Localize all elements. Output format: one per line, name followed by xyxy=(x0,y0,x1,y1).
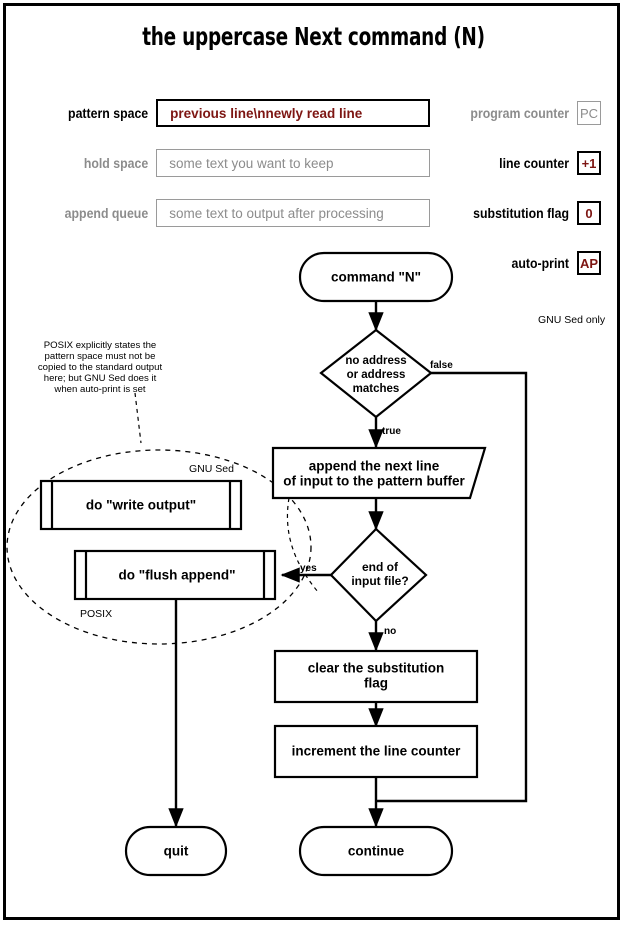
register-row-program-counter: program counter PC xyxy=(436,99,601,127)
node-append-next-line[interactable]: append the next line of input to the pat… xyxy=(271,446,487,500)
posix-gnu-grouping-ellipse xyxy=(6,449,312,645)
line-counter-chip[interactable]: +1 xyxy=(577,151,601,175)
register-row-substitution-flag: substitution flag 0 xyxy=(436,199,601,227)
node-increment-counter[interactable]: increment the line counter xyxy=(273,724,479,779)
posix-note-line-1: POSIX explicitly states the xyxy=(44,340,157,351)
node-address-check-line-2: or address xyxy=(347,369,406,381)
append-queue-field[interactable]: some text to output after processing xyxy=(156,199,430,227)
tag-posix: POSIX xyxy=(80,608,112,620)
posix-note-leader xyxy=(134,392,142,444)
substitution-flag-chip[interactable]: 0 xyxy=(577,201,601,225)
hold-space-field[interactable]: some text you want to keep xyxy=(156,149,430,177)
auto-print-chip[interactable]: AP xyxy=(577,251,601,275)
node-clear-flag-line-2: flag xyxy=(364,676,388,691)
node-address-check-line-3: matches xyxy=(353,383,400,395)
node-start-label: command "N" xyxy=(331,270,421,285)
edge-label-address-false: false xyxy=(430,360,453,371)
pattern-space-field[interactable]: previous line\nnewly read line xyxy=(156,99,430,127)
program-counter-label: program counter xyxy=(470,105,569,121)
node-eof-check[interactable]: end of input file? xyxy=(329,527,428,623)
edge-address-check-false xyxy=(377,371,528,803)
pattern-space-label: pattern space xyxy=(68,105,149,121)
program-counter-chip[interactable]: PC xyxy=(577,101,601,125)
register-row-append-queue: append queue some text to output after p… xyxy=(0,199,430,227)
append-queue-label: append queue xyxy=(64,205,149,221)
line-counter-label: line counter xyxy=(499,155,569,171)
edge-label-eof-yes: yes xyxy=(300,563,317,574)
node-quit-label: quit xyxy=(164,844,189,859)
page-title: the uppercase Next command (N) xyxy=(142,22,485,51)
node-continue-label: continue xyxy=(348,844,405,859)
node-increment-counter-label: increment the line counter xyxy=(292,744,462,759)
edge-label-address-true: true xyxy=(382,426,401,437)
node-continue[interactable]: continue xyxy=(298,825,454,877)
node-clear-flag-line-1: clear the substitution xyxy=(308,661,445,676)
posix-note-line-3: copied to the standard output xyxy=(38,362,163,373)
node-append-line-1: append the next line xyxy=(309,459,440,474)
node-flush-append[interactable]: do "flush append" xyxy=(73,549,277,601)
auto-print-note: GNU Sed only xyxy=(538,314,606,326)
node-flush-append-label: do "flush append" xyxy=(118,568,235,583)
node-address-check-line-1: no address xyxy=(345,355,406,367)
posix-annotation: POSIX explicitly states the pattern spac… xyxy=(38,340,163,395)
register-row-pattern-space: pattern space previous line\nnewly read … xyxy=(0,99,430,127)
register-row-auto-print: auto-print AP xyxy=(436,249,601,277)
node-start[interactable]: command "N" xyxy=(298,251,454,303)
node-quit[interactable]: quit xyxy=(124,825,228,877)
register-row-line-counter: line counter +1 xyxy=(436,149,601,177)
node-clear-flag[interactable]: clear the substitution flag xyxy=(273,649,479,704)
posix-note-line-4: here; but GNU Sed does it xyxy=(44,373,157,384)
posix-note-line-5: when auto-print is set xyxy=(53,384,146,395)
tag-gnu-sed: GNU Sed xyxy=(189,463,234,475)
auto-print-label: auto-print xyxy=(511,255,569,271)
node-append-line-2: of input to the pattern buffer xyxy=(283,474,465,489)
node-eof-line-1: end of xyxy=(362,560,399,574)
substitution-flag-label: substitution flag xyxy=(473,205,569,221)
node-address-check[interactable]: no address or address matches xyxy=(319,328,433,419)
node-eof-line-2: input file? xyxy=(351,574,408,588)
posix-note-line-2: pattern space must not be xyxy=(45,351,156,362)
register-row-hold-space: hold space some text you want to keep xyxy=(0,149,430,177)
hold-space-label: hold space xyxy=(83,155,149,171)
edge-label-eof-no: no xyxy=(384,626,396,637)
node-write-output-label: do "write output" xyxy=(86,498,196,513)
node-write-output[interactable]: do "write output" xyxy=(39,479,243,531)
